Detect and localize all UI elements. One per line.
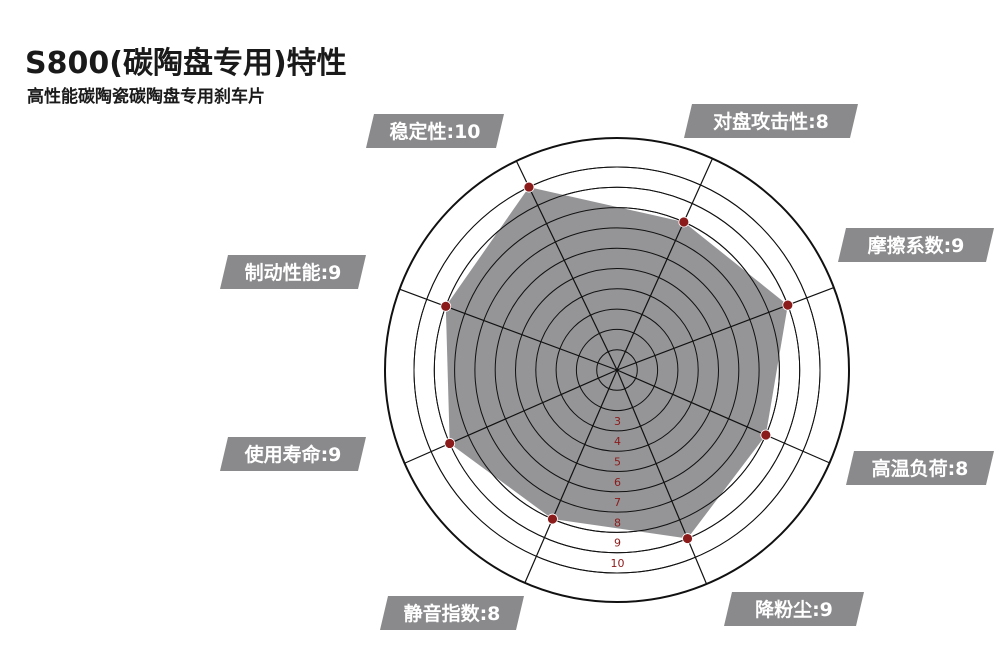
- chart-subtitle: 高性能碳陶瓷碳陶盘专用刹车片: [27, 87, 265, 107]
- category-label-tag: 高温负荷:8: [846, 451, 994, 485]
- category-label-tag: 降粉尘:9: [724, 592, 864, 626]
- chart-title: S800(碳陶盘专用)特性: [25, 46, 347, 81]
- data-point: [547, 513, 558, 525]
- category-label-tag: 使用寿命:9: [220, 437, 366, 471]
- tick-label: 4: [614, 435, 621, 448]
- grid-ring-overlay: [596, 349, 638, 391]
- radar-spoke: [616, 369, 830, 464]
- radar-spoke: [515, 160, 618, 371]
- category-label-tag: 稳定性:10: [366, 114, 504, 148]
- data-point: [678, 216, 690, 228]
- category-label-bg: [684, 104, 858, 138]
- category-label-text: 稳定性:10: [389, 120, 480, 143]
- radar-spoke: [404, 369, 618, 464]
- category-label-text: 使用寿命:9: [244, 443, 342, 466]
- tick-label: 9: [614, 537, 621, 550]
- category-label-text: 对盘攻击性:8: [713, 110, 829, 133]
- tick-label: 7: [614, 496, 621, 509]
- data-point: [440, 300, 452, 312]
- data-point: [682, 533, 693, 544]
- category-label-bg: [846, 451, 994, 485]
- grid-ring-overlay: [433, 186, 801, 554]
- category-label-tag: 摩擦系数:9: [838, 228, 994, 262]
- grid-ring-overlay: [474, 227, 760, 513]
- radar-category-labels: 对盘攻击性:8 摩擦系数:9 高温负荷:8 降粉尘:9 静音指数:8 使用寿命:9 制动性能…: [220, 104, 994, 630]
- data-point: [523, 181, 535, 193]
- category-label-text: 降粉尘:9: [755, 598, 833, 621]
- category-label-tag: 对盘攻击性:8: [684, 104, 858, 138]
- data-point: [782, 299, 794, 311]
- radar-spoke: [616, 158, 714, 371]
- grid-ring-overlay: [535, 288, 699, 452]
- radar-spoke: [399, 288, 618, 371]
- radar-spoke: [616, 369, 708, 585]
- category-label-bg: [838, 228, 994, 262]
- radar-area: [413, 166, 821, 574]
- category-label-tag: 制动性能:9: [220, 255, 366, 289]
- grid-ring-overlay: [494, 247, 740, 493]
- category-label-bg: [366, 114, 504, 148]
- category-label-bg: [220, 437, 366, 471]
- grid-ring-overlay: [575, 328, 659, 412]
- category-label-bg: [220, 255, 366, 289]
- data-point: [444, 438, 456, 449]
- category-label-tag: 静音指数:8: [380, 596, 524, 630]
- grid-ring-overlay: [413, 166, 821, 574]
- grid-ring-overlay: [454, 207, 780, 533]
- category-label-text: 摩擦系数:9: [868, 234, 965, 257]
- radar-tick-labels: 3 4 5 6 7 8 9 10: [611, 415, 625, 570]
- category-label-bg: [724, 592, 864, 626]
- radar-spoke: [524, 369, 618, 584]
- outer-ring: [384, 137, 850, 603]
- category-label-text: 制动性能:9: [245, 261, 342, 284]
- grid-ring-overlay: [555, 308, 679, 432]
- tick-label: 5: [614, 456, 621, 469]
- radar-spoke: [616, 287, 835, 371]
- category-label-text: 高温负荷:8: [872, 457, 969, 480]
- radar-polygon: [445, 187, 788, 539]
- tick-label: 10: [611, 557, 625, 570]
- data-point: [760, 429, 772, 441]
- tick-label: 8: [614, 516, 621, 529]
- radar-spokes: [399, 158, 835, 585]
- tick-label: 6: [614, 476, 621, 489]
- radar-points: [440, 181, 794, 544]
- tick-label: 3: [614, 415, 621, 428]
- category-label-bg: [380, 596, 524, 630]
- grid-ring-overlay: [515, 268, 719, 472]
- category-label-text: 静音指数:8: [404, 602, 501, 625]
